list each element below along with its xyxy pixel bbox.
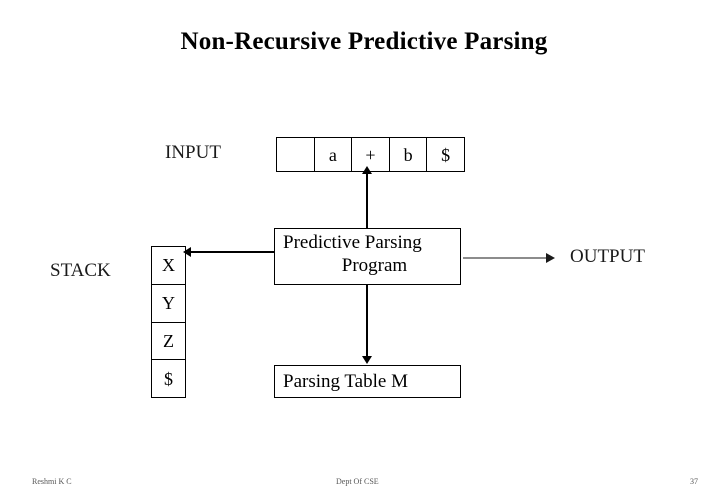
parsing-table-label: Parsing Table M <box>283 370 408 392</box>
arrow-right-icon <box>546 253 555 263</box>
input-cell-4: $ <box>441 144 451 165</box>
stack-cell-0: X <box>152 247 185 285</box>
stack-box: X Y Z $ <box>151 246 186 398</box>
input-cell-3: b <box>390 138 428 171</box>
input-label: INPUT <box>165 142 221 163</box>
stack-cell-3: $ <box>164 368 173 389</box>
stack-label: STACK <box>50 260 111 281</box>
parsing-table-box: Parsing Table M <box>274 365 461 398</box>
program-box-line1: Predictive Parsing <box>283 232 422 253</box>
predictive-parsing-program-box: Predictive Parsing Program <box>274 228 461 285</box>
arrow-left-icon <box>183 247 191 257</box>
stack-cell-1: Y <box>152 285 185 323</box>
arrow-left-icon-shaft <box>190 251 275 253</box>
arrow-down-icon-shaft <box>366 285 368 358</box>
input-cell-1: a <box>315 138 353 171</box>
output-label: OUTPUT <box>570 246 645 267</box>
arrow-up-icon-shaft <box>366 171 368 229</box>
page-title: Non-Recursive Predictive Parsing <box>180 28 548 55</box>
arrow-right-icon-shaft <box>463 257 547 259</box>
input-cell-0 <box>277 138 315 171</box>
footer-author: Reshmi K C <box>32 477 72 486</box>
arrow-up-icon <box>362 166 372 174</box>
footer-page-number: 37 <box>690 477 698 486</box>
stack-cell-2: Z <box>152 323 185 361</box>
footer-department: Dept Of CSE <box>336 477 379 486</box>
program-box-line2: Program <box>341 255 408 276</box>
arrow-down-icon <box>362 356 372 364</box>
input-cell-2: + <box>352 138 390 171</box>
